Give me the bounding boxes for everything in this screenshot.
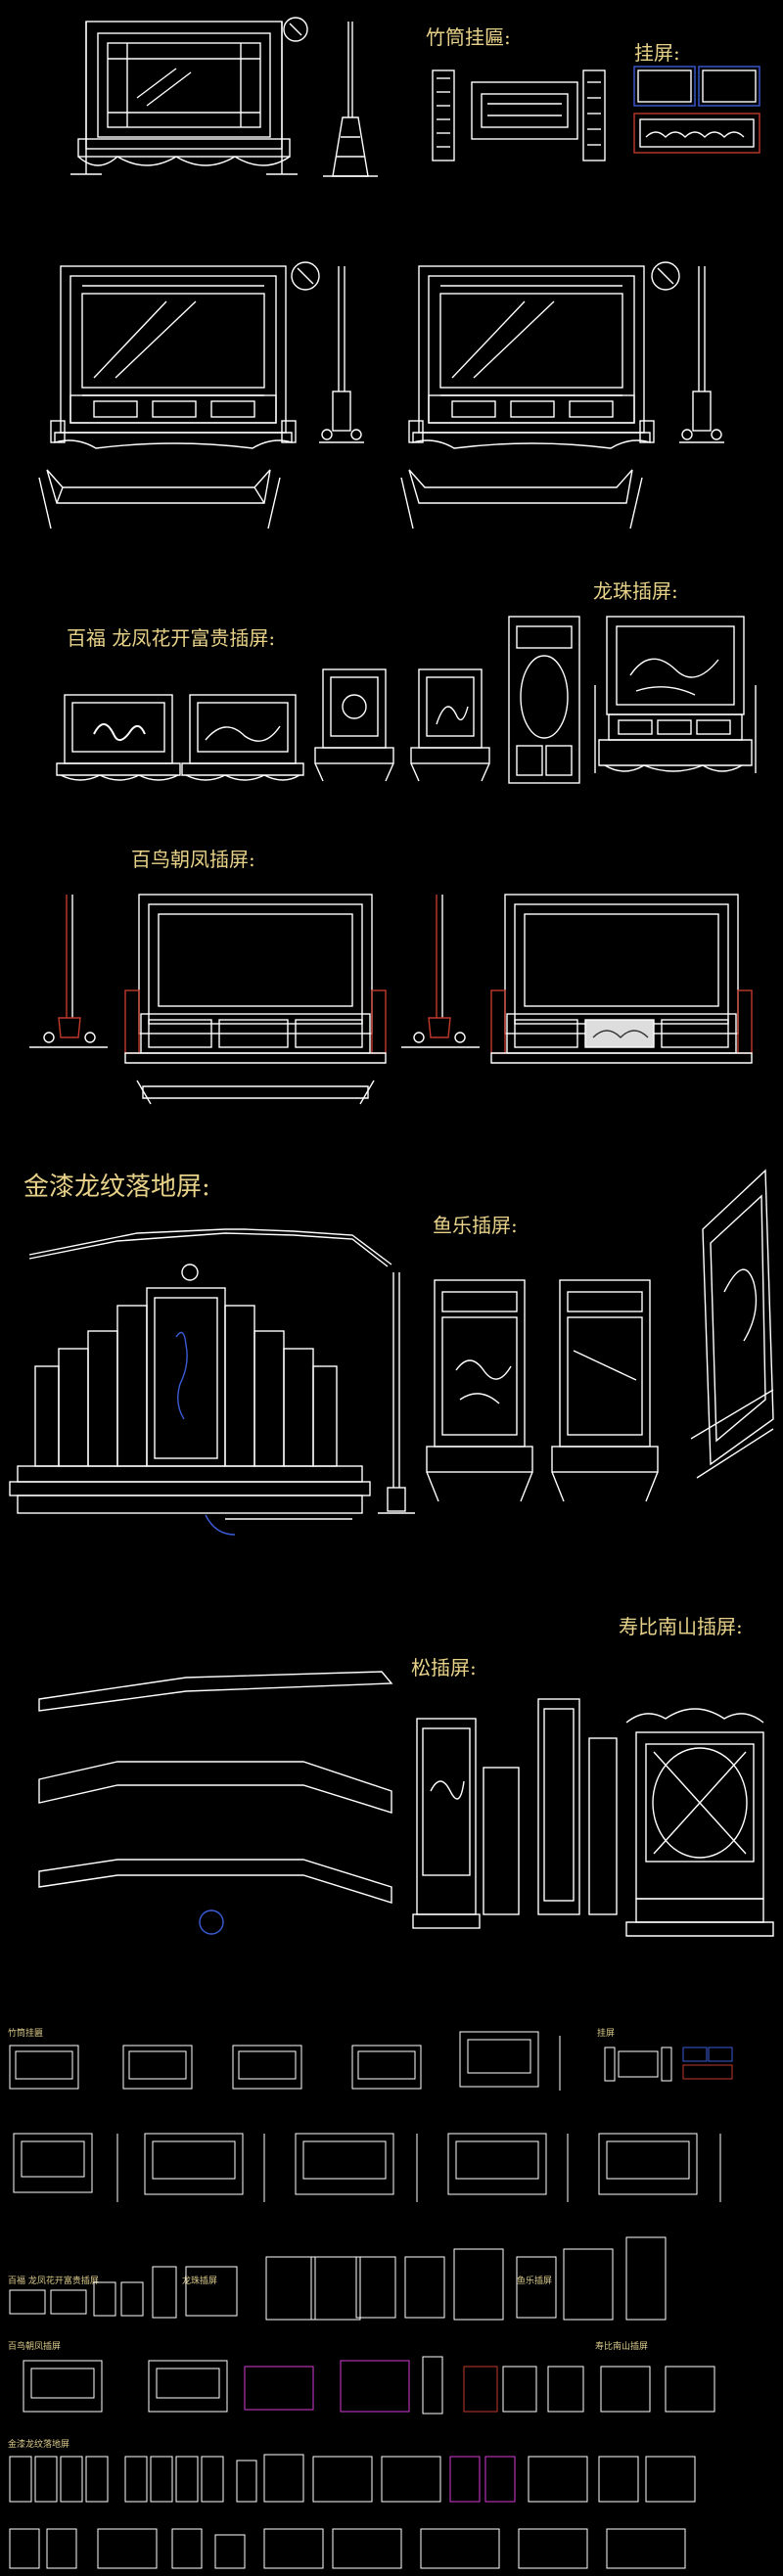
tall-panel [508, 616, 580, 784]
thumb-label-6: 金漆龙纹落地屏 [8, 2440, 70, 2450]
overview-row-4 [23, 2356, 715, 2415]
baifu-screen [56, 694, 181, 781]
overview-row-2 [13, 2133, 721, 2202]
label-shoubi: 寿比南山插屏: [619, 1615, 743, 1638]
thumb-label-7: 鱼乐插屏 [517, 2277, 553, 2286]
jinqi-side [378, 1272, 415, 1514]
small-screen-1 [314, 668, 394, 782]
label-zhutong: 竹筒挂匾: [426, 25, 511, 49]
label-guaping: 挂屏: [634, 41, 680, 65]
thumb-label-4: 龙珠插屏 [182, 2277, 218, 2286]
overview-row-1 [9, 2031, 733, 2091]
small-screen-2 [410, 668, 490, 782]
bainiao-front-left [124, 894, 387, 1105]
bainiao-side-left [29, 895, 108, 1048]
overview-row-5 [9, 2454, 696, 2503]
screen-2-side-left [291, 261, 364, 443]
longfeng-screen [181, 694, 304, 781]
longzhu-screen [594, 616, 757, 773]
zhutong-plaque [432, 69, 606, 161]
label-jinqi: 金漆龙纹落地屏: [23, 1173, 210, 1202]
bainiao-side-right [401, 895, 480, 1048]
thumb-label-8: 寿比南山插屏 [595, 2342, 649, 2352]
hanging-screens [633, 66, 760, 154]
label-longzhu: 龙珠插屏: [593, 579, 678, 603]
thumb-label-1: 竹筒挂匾 [8, 2029, 44, 2039]
thumb-label-5: 百鸟朝凤插屏 [8, 2342, 62, 2352]
screen-2-front-left [50, 265, 297, 449]
overview-row-6 [9, 2528, 686, 2569]
label-song: 松插屏: [411, 1656, 477, 1679]
song-screens [412, 1698, 618, 1929]
bainiao-front-right [490, 894, 753, 1064]
jinqi-floor-screen [9, 1228, 392, 1536]
screen-2-side-right [651, 261, 724, 443]
shoubi-screen [625, 1708, 774, 1937]
screen-1-side [283, 17, 378, 177]
label-yule: 鱼乐插屏: [433, 1214, 518, 1237]
label-baifu: 百福 龙凤花开富贵插屏: [67, 626, 276, 650]
screen-2-front-right [408, 265, 655, 449]
screen-1-front [70, 21, 298, 175]
label-bainiao: 百鸟朝凤插屏: [131, 848, 255, 871]
thumb-label-3: 百福 龙凤花开富贵插屏 [8, 2277, 99, 2286]
base-left [38, 469, 281, 529]
thumb-label-2: 挂屏 [597, 2029, 616, 2039]
yule-screens [426, 1169, 774, 1502]
base-right [400, 469, 643, 529]
curved-bases [38, 1671, 393, 1935]
overview-row-3 [9, 2236, 667, 2321]
